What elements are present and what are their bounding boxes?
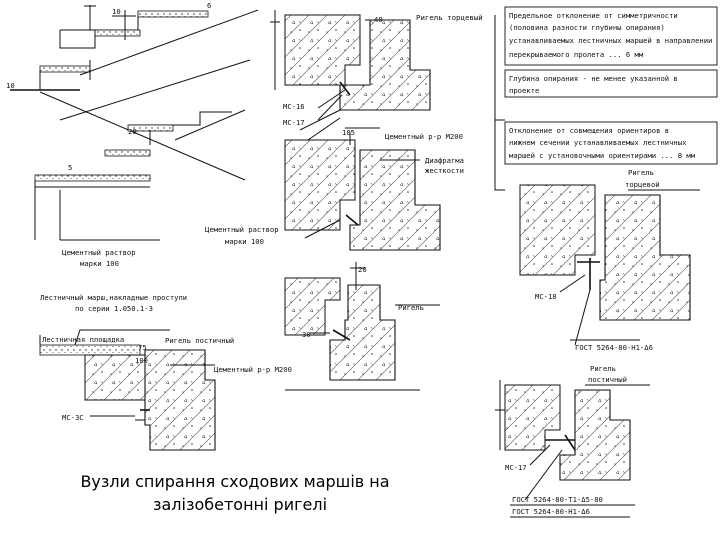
note-3: Отклонение от совмещения ориентиров в ни…: [509, 126, 696, 160]
girder-middle-label: Ригель: [398, 303, 424, 312]
mortar-200-label: Цементный р-р М200: [214, 365, 292, 374]
march-note-b: по серии 1.050.1-3: [75, 304, 153, 313]
girder-end-right-a: Ригель: [628, 168, 654, 177]
gost-ms18: ГОСТ 5264-80-Н1-Δ6: [575, 343, 653, 352]
svg-text:перекрываемого пролета ... 6 м: перекрываемого пролета ... 6 мм: [509, 50, 644, 59]
svg-text:Глубина опирания - не менее ук: Глубина опирания - не менее указанной в: [509, 74, 678, 83]
dim-5: 5: [68, 163, 72, 172]
landing-girder-joint: [495, 380, 650, 518]
ms-17-right-label: МС-17: [505, 463, 527, 472]
dim-75: 75: [138, 343, 147, 352]
mortar-200-middle: Цементный р-р М200: [385, 132, 463, 141]
gost-2: ГОСТ 5264-80-Н1-Δ6: [512, 507, 590, 516]
dim-6: 6: [207, 1, 211, 10]
landing-joint: [39, 329, 216, 451]
svg-text:нижнем сечении устанавливаемы: нижнем сечении устанавливаемых лестничны…: [509, 138, 687, 147]
girder-end-right-b: торцевой: [625, 180, 660, 189]
mortar-100-middle-a: Цементный раствор: [205, 225, 279, 234]
gost-1: ГОСТ 5264-80-Т1-Δ5-80: [512, 495, 603, 504]
end-girder-joint: [519, 184, 700, 346]
girder-label: Ригель постичный: [165, 336, 234, 345]
svg-text:проекте: проекте: [509, 86, 539, 95]
svg-text:маршей с установочными ориенти: маршей с установочными ориентирами ... 8…: [509, 151, 696, 160]
note-1: Предельное отклонение от симметричности …: [509, 11, 712, 59]
landing-label: Лестничная площадка: [42, 335, 124, 344]
diaphragm-a: Диафрагма: [425, 156, 464, 165]
dim-30: 30: [302, 330, 311, 339]
ms-18-label: МС-18: [535, 292, 557, 301]
note-2: Глубина опирания - не менее указанной в …: [509, 74, 678, 95]
note-mortar-100-b: марки 100: [80, 259, 119, 268]
dim-20: 20: [128, 127, 137, 136]
dim-20-middle: 20: [358, 265, 367, 274]
mortar-100-middle-b: марки 100: [225, 237, 264, 246]
caption-line-1: Вузли спирання сходових маршів на: [80, 472, 389, 491]
stair-section: [10, 5, 259, 241]
diaphragm-b: жесткости: [425, 166, 464, 175]
dim-100: 100: [135, 356, 148, 365]
middle-joints: [270, 10, 441, 391]
ms-3c-label: МС-3С: [62, 413, 84, 422]
svg-text:(половина разности глубины опи: (половина разности глубины опирания): [509, 23, 665, 32]
girder-end-label: Ригель торцевый: [416, 13, 483, 22]
svg-text:Предельное отклонение от симме: Предельное отклонение от симметричности: [509, 11, 678, 20]
ms-16-label: МС-16: [283, 102, 305, 111]
svg-text:устанавливаемых лестничных мар: устанавливаемых лестничных маршей в напр…: [509, 36, 712, 45]
caption-line-2: залізобетонні ригелі: [153, 495, 327, 514]
dim-105: 105: [342, 128, 355, 137]
tolerance-notes: [494, 6, 718, 191]
girder-landing-b: постичный: [588, 375, 627, 384]
ms-17-label: МС-17: [283, 118, 305, 127]
dim-10b: 10: [6, 81, 15, 90]
dim-10: 10: [112, 7, 121, 16]
march-note-a: Лестничный марш,накладные проступи: [40, 293, 187, 302]
dim-40: 40: [374, 15, 383, 24]
svg-text:Отклонение от совмещения ориен: Отклонение от совмещения ориентиров в: [509, 126, 669, 135]
girder-landing-a: Ригель: [590, 364, 616, 373]
note-mortar-100-a: Цементный раствор: [62, 248, 136, 257]
